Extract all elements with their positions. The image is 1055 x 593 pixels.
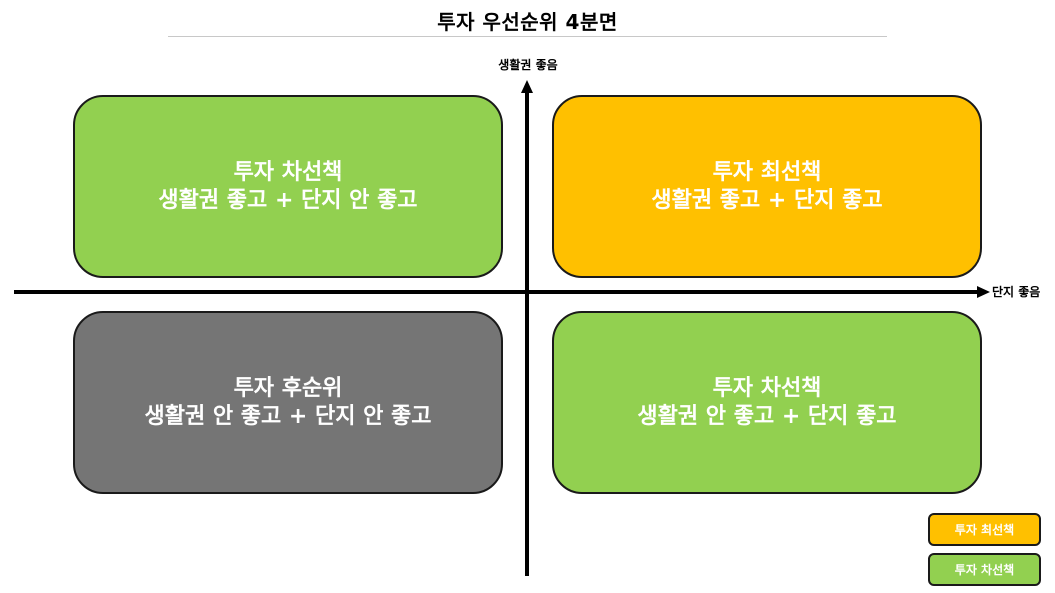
quadrant-title: 투자 차선책 bbox=[712, 375, 822, 401]
quadrant-subtitle: 생활권 안 좋고 + 단지 좋고 bbox=[637, 403, 897, 429]
quadrant-title: 투자 후순위 bbox=[233, 375, 343, 401]
y-axis-label: 생활권 좋음 bbox=[498, 58, 558, 72]
quadrant-title: 투자 최선책 bbox=[712, 159, 822, 185]
quadrant-bottom-right: 투자 차선책 생활권 안 좋고 + 단지 좋고 bbox=[552, 311, 982, 494]
legend-item-second: 투자 차선책 bbox=[928, 553, 1041, 586]
quadrant-subtitle: 생활권 안 좋고 + 단지 안 좋고 bbox=[144, 403, 432, 429]
quadrant-bottom-left: 투자 후순위 생활권 안 좋고 + 단지 안 좋고 bbox=[73, 311, 503, 494]
y-axis-arrowhead bbox=[521, 80, 533, 93]
legend-label: 투자 최선책 bbox=[954, 523, 1015, 537]
legend-item-best: 투자 최선책 bbox=[928, 513, 1041, 546]
quadrant-title: 투자 차선책 bbox=[233, 159, 343, 185]
quadrant-top-right: 투자 최선책 생활권 좋고 + 단지 좋고 bbox=[552, 95, 982, 278]
legend-label: 투자 차선책 bbox=[954, 563, 1015, 577]
x-axis-arrowhead bbox=[977, 286, 990, 298]
page-title: 투자 우선순위 4분면 bbox=[437, 10, 618, 34]
title-divider bbox=[168, 36, 887, 37]
quadrant-subtitle: 생활권 좋고 + 단지 안 좋고 bbox=[158, 187, 418, 213]
quadrant-subtitle: 생활권 좋고 + 단지 좋고 bbox=[651, 187, 883, 213]
x-axis-label: 단지 좋음 bbox=[992, 285, 1041, 299]
quadrant-top-left: 투자 차선책 생활권 좋고 + 단지 안 좋고 bbox=[73, 95, 503, 278]
